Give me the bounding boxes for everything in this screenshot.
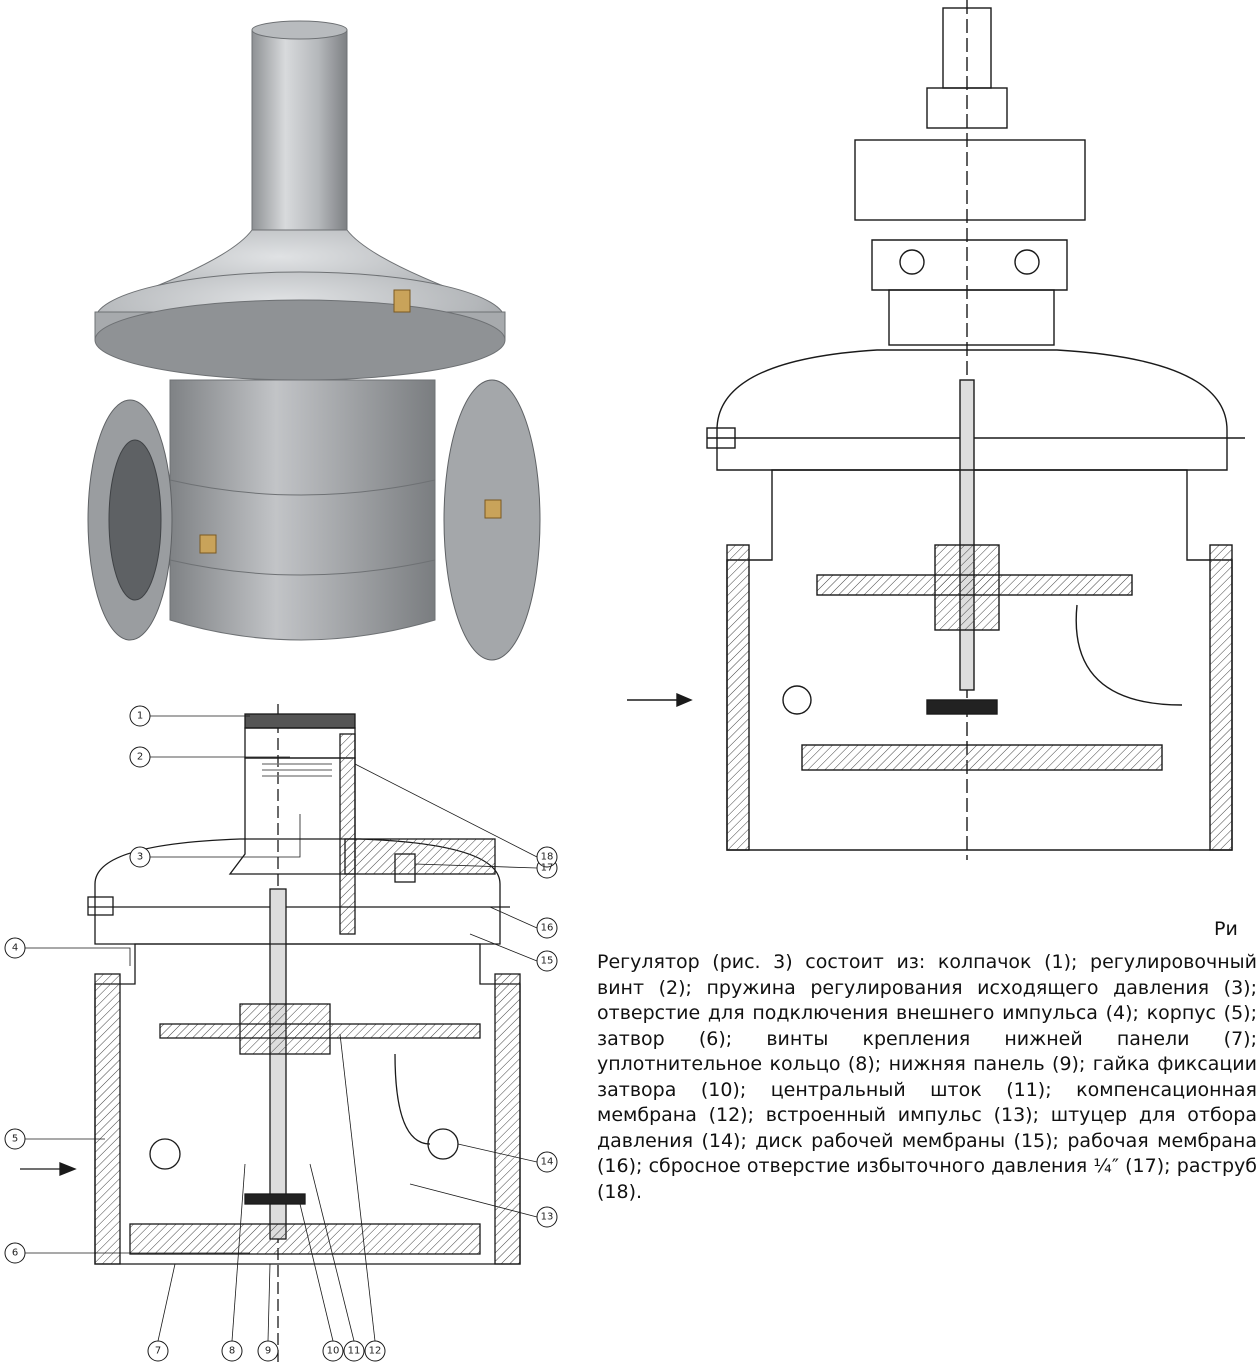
regulator-photo [87, 20, 541, 661]
callout-7-label: 7 [155, 1346, 161, 1357]
callout-18-label: 18 [541, 852, 554, 863]
callout-3-label: 3 [137, 852, 143, 863]
callout-11-label: 11 [348, 1346, 361, 1357]
figure-caption: Ри [1214, 918, 1238, 940]
callout-13-label: 13 [541, 1212, 554, 1223]
callout-12-label: 12 [369, 1346, 382, 1357]
callout-6-label: 6 [12, 1248, 18, 1259]
callout-9-label: 9 [265, 1346, 271, 1357]
callout-8-label: 8 [229, 1346, 235, 1357]
callout-4-label: 4 [12, 943, 18, 954]
callout-17-label: 17 [541, 863, 554, 874]
labeled-section-drawing: 1 2 3 4 5 6 7 8 9 10 11 12 13 14 15 16 1… [4, 704, 558, 1364]
callout-10-label: 10 [327, 1346, 340, 1357]
section-drawing-right [627, 0, 1245, 860]
callout-15-label: 15 [541, 956, 554, 967]
callout-5-label: 5 [12, 1134, 18, 1145]
callout-14-label: 14 [541, 1157, 554, 1168]
callout-1-label: 1 [137, 711, 143, 722]
callout-16-label: 16 [541, 923, 554, 934]
callout-2-label: 2 [137, 752, 143, 763]
component-description: Регулятор (рис. 3) состоит из: колпачок … [597, 951, 1257, 1203]
